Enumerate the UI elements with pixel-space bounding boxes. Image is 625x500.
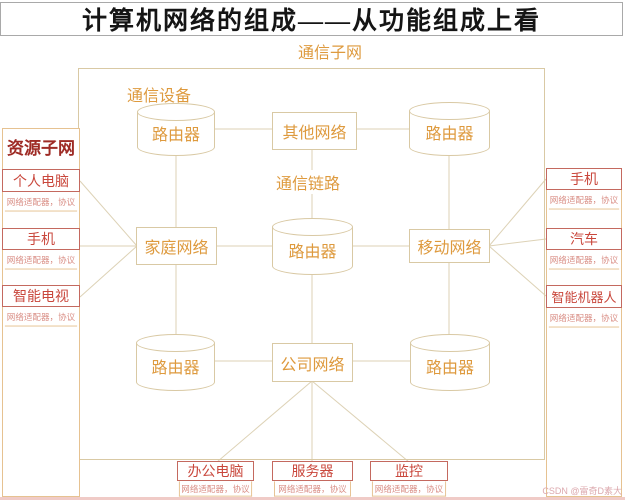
label-communication-subnet: 通信子网 <box>297 45 362 62</box>
router-label: 路由器 <box>425 126 474 143</box>
bottom-strip <box>0 497 625 500</box>
device-sub-office-pc: 网络适配器，协议 <box>178 481 253 497</box>
device-box-pc: 个人电脑 <box>2 169 80 192</box>
device-box-robot: 智能机器人 <box>546 285 622 308</box>
network-box-home-label: 家庭网络 <box>144 240 209 257</box>
device-box-phone-right-label: 手机 <box>570 173 598 188</box>
network-box-other: 其他网络 <box>272 112 357 150</box>
network-box-home: 家庭网络 <box>136 227 217 265</box>
device-box-pc-label: 个人电脑 <box>13 174 69 190</box>
label-communication-link: 通信链路 <box>274 170 343 194</box>
device-column-right <box>546 168 622 497</box>
device-sub-robot: 网络适配器，协议 <box>548 308 620 328</box>
router-cylinder-center: 路由器 <box>272 218 353 275</box>
network-box-mobile: 移动网络 <box>409 229 490 263</box>
router-cylinder-bottom-left: 路由器 <box>136 334 215 391</box>
cylinder-top-ellipse <box>409 102 490 120</box>
device-sub-phone-right: 网络适配器，协议 <box>548 190 620 210</box>
device-sub-server: 网络适配器，协议 <box>274 481 351 497</box>
network-box-company: 公司网络 <box>272 343 353 382</box>
device-sub-monitor: 网络适配器，协议 <box>371 481 447 497</box>
watermark: CSDN @雷奇D素大 <box>542 486 622 496</box>
device-sub-car: 网络适配器，协议 <box>548 250 620 270</box>
router-cylinder-top-left: 路由器 <box>137 103 215 156</box>
device-box-smart-tv: 智能电视 <box>2 285 80 307</box>
router-cylinder-top-right: 路由器 <box>409 102 490 156</box>
device-box-office-pc-label: 办公电脑 <box>187 465 244 480</box>
page-title: 计算机网络的组成——从功能组成上看 <box>0 2 623 36</box>
network-box-other-label: 其他网络 <box>282 125 347 142</box>
device-box-server-label: 服务器 <box>291 465 334 480</box>
label-resource-subnet: 资源子网 <box>7 139 75 158</box>
cylinder-top-ellipse <box>137 103 215 121</box>
device-box-office-pc: 办公电脑 <box>177 461 254 481</box>
cylinder-top-ellipse <box>410 334 490 352</box>
device-box-car-label: 汽车 <box>570 233 598 248</box>
device-sub-pc: 网络适配器，协议 <box>4 192 78 212</box>
device-box-phone-left-label: 手机 <box>27 233 55 248</box>
device-box-robot-label: 智能机器人 <box>551 290 617 305</box>
device-box-monitor: 监控 <box>370 461 448 481</box>
router-label: 路由器 <box>151 359 200 377</box>
device-box-server: 服务器 <box>272 461 353 481</box>
device-box-monitor-label: 监控 <box>395 465 423 480</box>
router-label: 路由器 <box>151 126 200 144</box>
device-box-car: 汽车 <box>546 228 622 250</box>
device-sub-phone-left: 网络适配器，协议 <box>4 250 78 270</box>
label-communication-device: 通信设备 <box>127 88 192 105</box>
router-label: 路由器 <box>288 243 337 261</box>
device-sub-smart-tv: 网络适配器，协议 <box>4 307 78 327</box>
cylinder-top-ellipse <box>136 334 215 352</box>
device-box-phone-right: 手机 <box>546 168 622 190</box>
cylinder-top-ellipse <box>272 218 353 236</box>
network-box-mobile-label: 移动网络 <box>417 240 482 257</box>
router-cylinder-bottom-right: 路由器 <box>410 334 490 391</box>
device-box-phone-left: 手机 <box>2 228 80 250</box>
router-label: 路由器 <box>425 359 474 377</box>
network-box-company-label: 公司网络 <box>280 356 345 374</box>
device-box-smart-tv-label: 智能电视 <box>13 290 69 305</box>
